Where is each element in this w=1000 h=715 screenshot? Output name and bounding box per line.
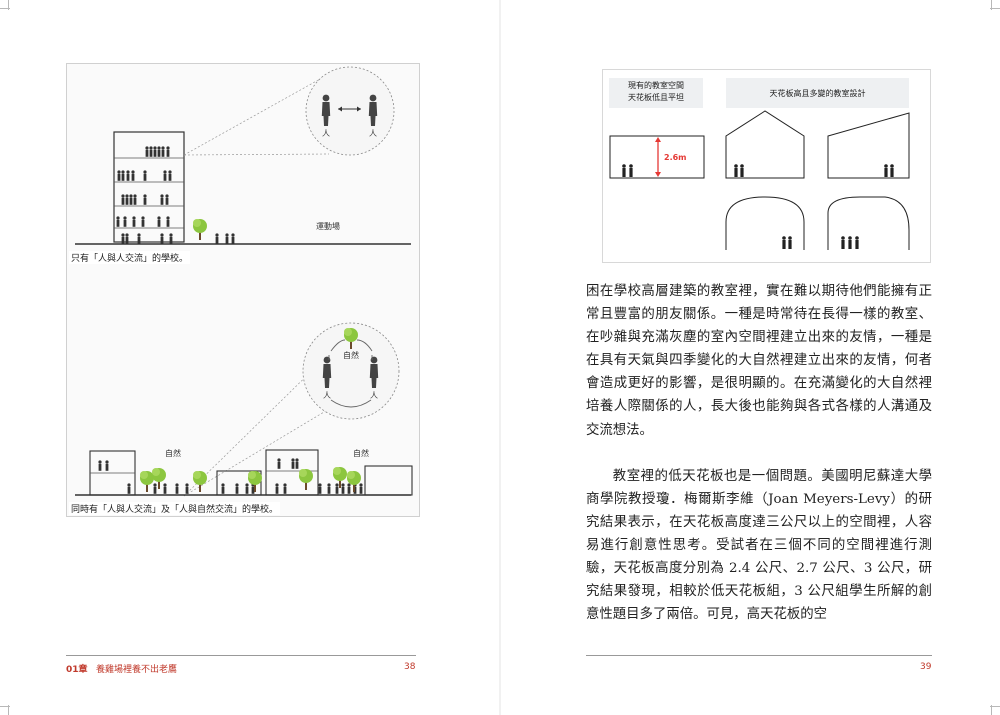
zoom-label-person: 人: [370, 391, 378, 400]
book-gutter: [499, 0, 501, 715]
footer-chapter-title: 養雞場裡養不出老鷹: [96, 665, 178, 675]
ceiling-height-figure: 現有的教室空間 天花板低且平坦 天花板高且多變的教室設計 2.6m: [602, 69, 931, 263]
header-current-line2: 天花板低且平坦: [628, 93, 684, 102]
crop-mark: [8, 705, 9, 715]
classroom-shapes: 2.6m: [609, 110, 910, 250]
crop-mark: [0, 706, 10, 707]
tall-school-building: [113, 131, 185, 243]
school-illustration: 人 人 運動場 自然 人 人: [75, 66, 413, 497]
footer-rule: [66, 655, 416, 656]
students-outside: [98, 458, 363, 494]
height-label: 2.6m: [664, 153, 687, 162]
crop-mark: [991, 705, 992, 715]
zoom-label-person: 人: [322, 129, 330, 138]
page-number-right: 39: [920, 662, 932, 672]
header-high-ceiling: 天花板高且多變的教室設計: [726, 78, 909, 108]
zoom-label-nature: 自然: [343, 350, 359, 360]
low-flat-classroom: [609, 135, 705, 179]
paragraph-2: 教室裡的低天花板也是一個問題。美國明尼蘇達大學商學院教授瓊．梅爾斯李維（Joan…: [586, 468, 932, 623]
zoom-circle: [305, 66, 395, 156]
crop-mark: [991, 0, 992, 10]
header-current-classroom: 現有的教室空間 天花板低且平坦: [609, 78, 703, 108]
sports-field-label: 運動場: [316, 221, 340, 231]
low-building: [364, 465, 413, 496]
crop-mark: [990, 8, 1000, 9]
figure-caption-bottom: 同時有「人與人交流」及「人與自然交流」的學校。: [69, 502, 281, 515]
header-current-line1: 現有的教室空間: [628, 81, 684, 90]
school-comparison-figure: 人 人 運動場 自然 人 人: [66, 63, 420, 517]
gable-classroom: [725, 110, 805, 179]
body-text: 困在學校高層建築的教室裡，實在難以期待他們能擁有正常且豐富的朋友關係。一種是時常…: [586, 280, 932, 626]
footer-rule: [586, 655, 932, 656]
arched-classroom: [725, 196, 805, 250]
crop-mark: [990, 706, 1000, 707]
zoom-circle-nature: [302, 322, 400, 420]
paragraph-1: 困在學校高層建築的教室裡，實在難以期待他們能擁有正常且豐富的朋友關係。一種是時常…: [586, 284, 932, 438]
figure-caption-top: 只有「人與人交流」的學校。: [69, 251, 191, 264]
zoom-label-person: 人: [369, 129, 377, 138]
crop-mark: [0, 8, 10, 9]
page-number-left: 38: [404, 662, 416, 672]
crop-mark: [8, 0, 9, 10]
nature-label: 自然: [165, 448, 181, 458]
footer-chapter: 01章: [66, 665, 88, 675]
tree-icon: [193, 219, 207, 240]
sloped-classroom: [827, 112, 910, 179]
nature-label: 自然: [353, 448, 369, 458]
curved-classroom: [827, 196, 910, 250]
zoom-label-person: 人: [323, 391, 331, 400]
students-in-building: [116, 146, 173, 244]
